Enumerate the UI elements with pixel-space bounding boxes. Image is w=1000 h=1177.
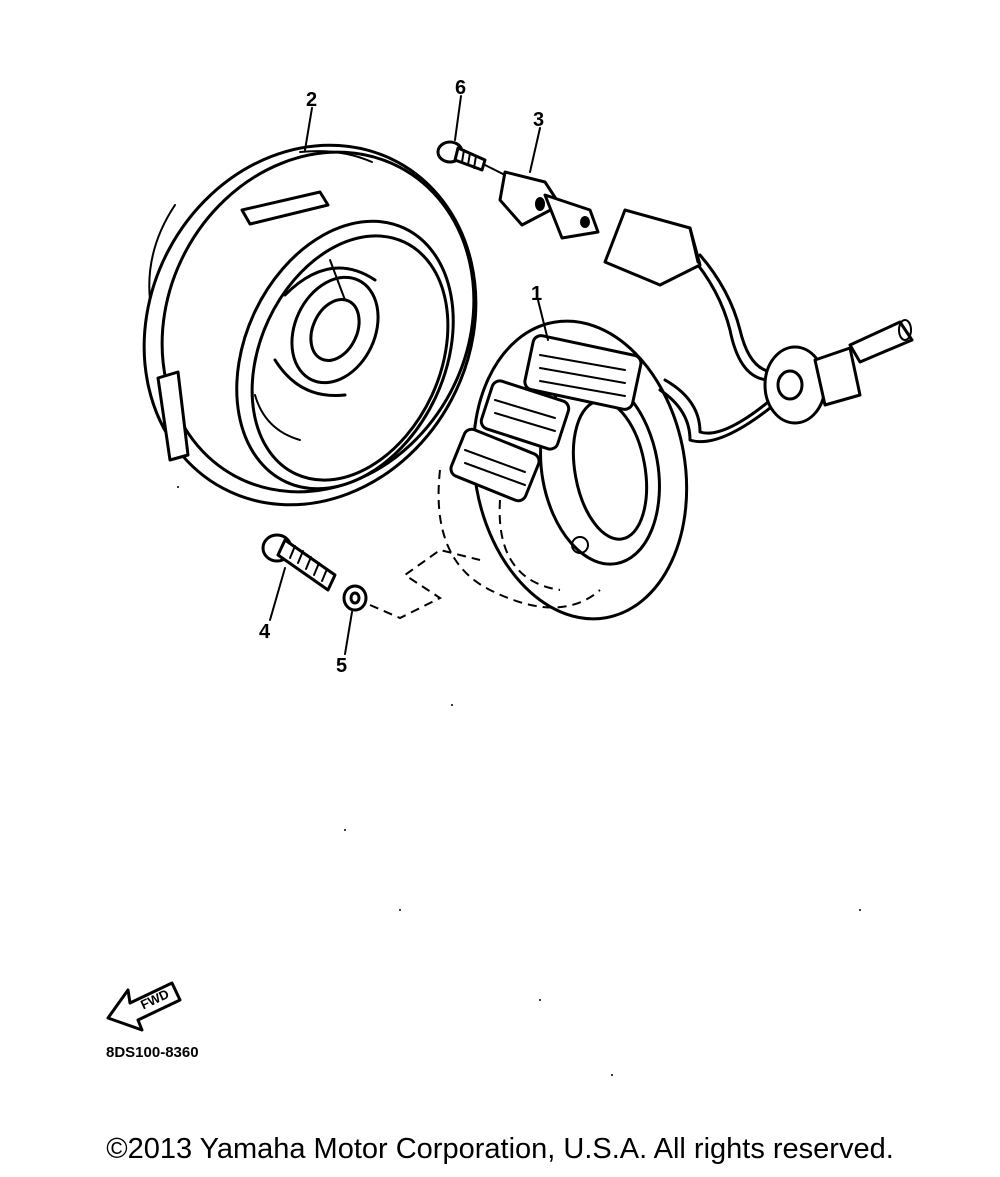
callout-2: 2 xyxy=(306,89,317,111)
diagram-code: 8DS100-8360 xyxy=(106,1044,199,1061)
specks xyxy=(177,486,861,1076)
leader-lines xyxy=(269,95,549,655)
copyright-notice: ©2013 Yamaha Motor Corporation, U.S.A. A… xyxy=(106,1133,894,1165)
callout-4: 4 xyxy=(259,621,271,643)
fwd-arrow-icon: FWD xyxy=(106,981,182,1032)
callout-5: 5 xyxy=(336,655,347,677)
callout-3: 3 xyxy=(533,109,544,131)
stator-part-1[interactable] xyxy=(437,304,710,636)
coupler xyxy=(603,208,702,287)
lead-wire xyxy=(658,253,914,444)
washer-part-5[interactable] xyxy=(342,584,368,612)
clamp-part-3[interactable] xyxy=(498,170,600,240)
bolt-part-4[interactable] xyxy=(261,533,337,592)
rotor-part-2[interactable] xyxy=(82,87,538,564)
screw-part-6[interactable] xyxy=(436,140,506,176)
callout-1: 1 xyxy=(531,283,542,305)
callout-6: 6 xyxy=(455,77,466,99)
assembly-line xyxy=(369,548,481,620)
